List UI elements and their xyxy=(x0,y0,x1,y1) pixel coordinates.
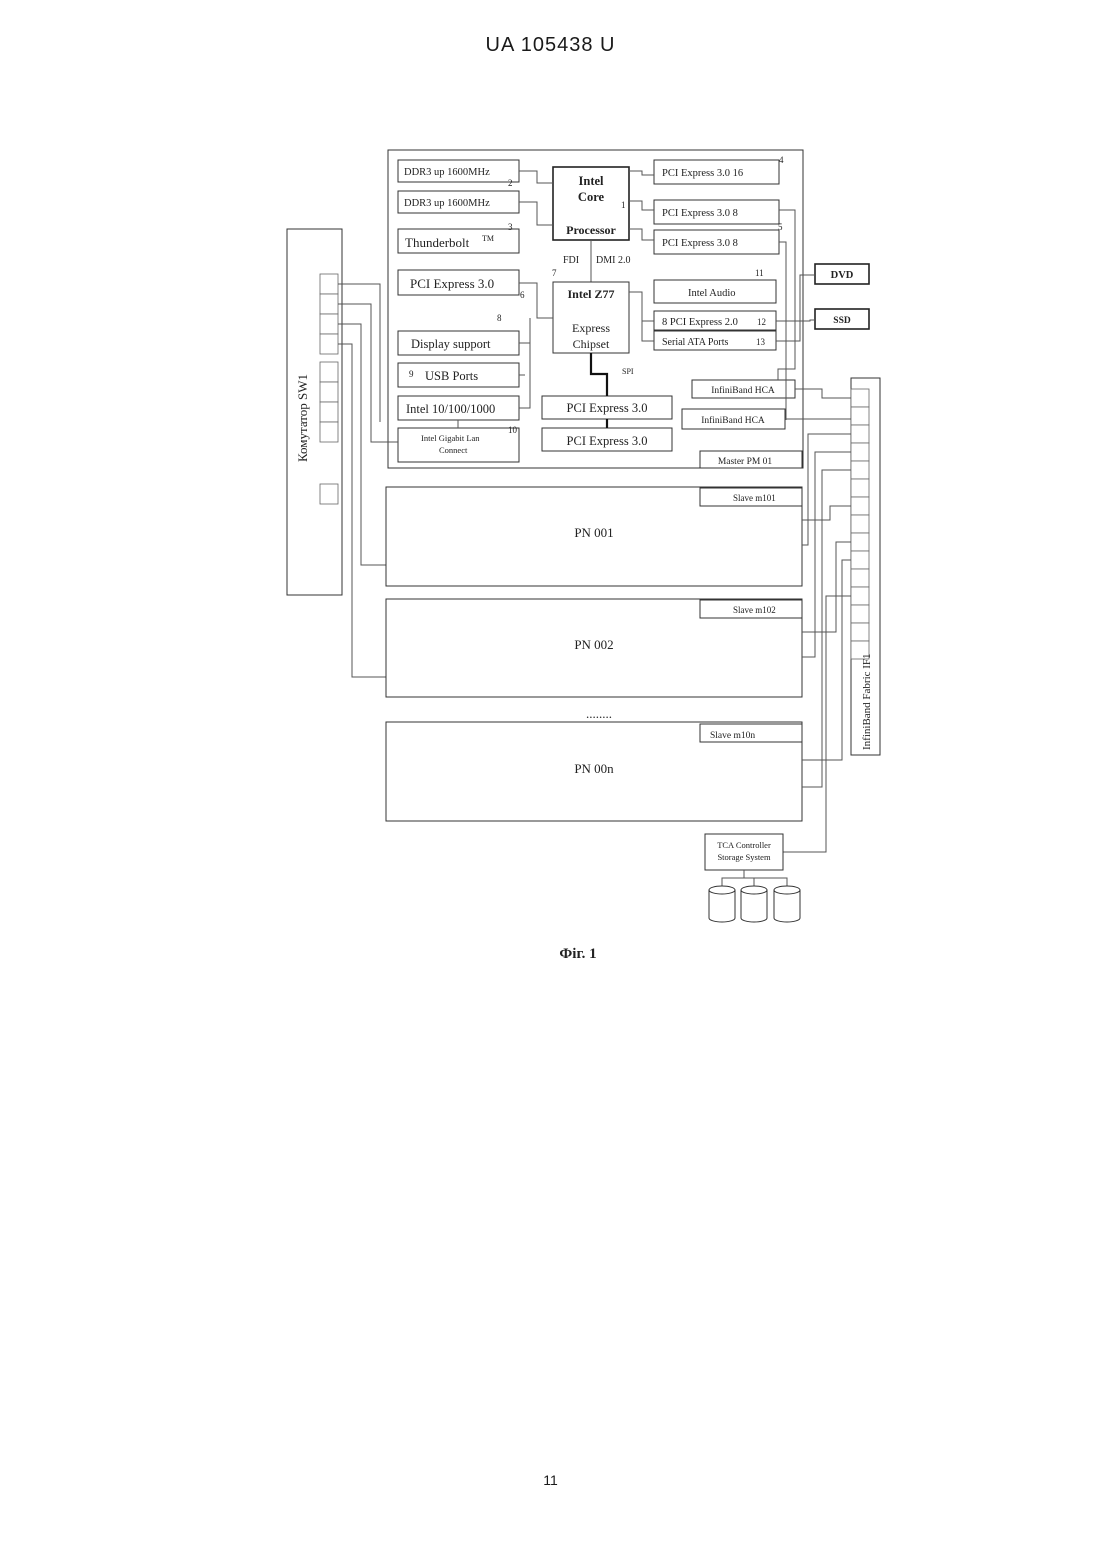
ddr3-label-a: DDR3 up 1600MHz xyxy=(404,167,490,178)
pcie-left-label: PCI Express 3.0 xyxy=(410,276,494,291)
spi-label: SPI xyxy=(622,367,634,376)
thunderbolt-tm: TM xyxy=(482,234,494,243)
ssd-label: SSD xyxy=(833,316,851,326)
pcie-bottom-label-2: PCI Express 3.0 xyxy=(567,434,648,448)
disk-top-3 xyxy=(774,886,800,894)
storage-label-1: TCA Controller xyxy=(717,840,771,850)
node-slave-label-3: Slave m10n xyxy=(710,731,755,741)
intel-audio-label: Intel Audio xyxy=(688,288,736,299)
node-name-1: PN 001 xyxy=(574,525,613,540)
node-ellipsis: ........ xyxy=(586,706,612,721)
sata-label: Serial ATA Ports xyxy=(662,337,729,348)
disk-top-2 xyxy=(741,886,767,894)
hca-label-2: InfiniBand HCA xyxy=(701,415,765,426)
pcie2-label: 8 PCI Express 2.0 xyxy=(662,317,738,328)
gigabit-lan-label-2: Connect xyxy=(439,445,468,455)
ref-6: 6 xyxy=(520,290,525,300)
pcie-bottom-label-1: PCI Express 3.0 xyxy=(567,401,648,415)
switch-right-label: InfiniBand Fabric IF1 xyxy=(861,653,873,750)
dmi-label: DMI 2.0 xyxy=(596,255,630,266)
pcie8b-label: PCI Express 3.0 8 xyxy=(662,238,738,249)
display-support-label: Display support xyxy=(411,337,491,351)
ref-12: 12 xyxy=(757,317,766,327)
chipset-label-1: Intel Z77 xyxy=(567,287,614,301)
storage-disks xyxy=(709,886,800,922)
page-number: 11 xyxy=(0,1472,1101,1488)
gigabit-lan-label-1: Intel Gigabit Lan xyxy=(421,433,480,443)
node-name-3: PN 00n xyxy=(574,761,614,776)
node-name-2: PN 002 xyxy=(574,637,613,652)
storage-label-2: Storage System xyxy=(717,852,771,862)
fdi-label: FDI xyxy=(563,255,579,266)
usb-ports-label: USB Ports xyxy=(425,369,478,383)
switch-left-label: Комутатор SW1 xyxy=(295,374,310,462)
disk-icon-3 xyxy=(774,890,800,922)
cpu-label-3: Processor xyxy=(566,223,616,237)
node-slave-label-1: Slave m101 xyxy=(733,493,776,503)
ref-3: 3 xyxy=(508,222,513,232)
node-slave-label-2: Slave m102 xyxy=(733,605,776,615)
pcie8a-label: PCI Express 3.0 8 xyxy=(662,208,738,219)
intel-net-label: Intel 10/100/1000 xyxy=(406,402,495,416)
ref-7: 7 xyxy=(552,268,557,278)
figure-caption: Фіг. 1 xyxy=(559,946,596,962)
ref-1: 1 xyxy=(621,200,626,210)
cpu-label-2: Core xyxy=(578,190,605,204)
thunderbolt-label: Thunderbolt xyxy=(405,235,470,250)
dvd-label: DVD xyxy=(831,270,854,281)
ref-5: 5 xyxy=(778,222,783,232)
ref-8: 8 xyxy=(497,313,502,323)
hca-label-1: InfiniBand HCA xyxy=(711,385,775,396)
ref-2: 2 xyxy=(508,178,513,188)
cpu-label-1: Intel xyxy=(579,174,605,188)
pcie16-label: PCI Express 3.0 16 xyxy=(662,168,743,179)
ref-13: 13 xyxy=(756,337,766,347)
ddr3-label-b: DDR3 up 1600MHz xyxy=(404,198,490,209)
ref-9: 9 xyxy=(409,369,414,379)
disk-icon-1 xyxy=(709,890,735,922)
disk-icon-2 xyxy=(741,890,767,922)
master-label: Master PM 01 xyxy=(718,457,773,467)
switch-right-ports xyxy=(851,389,869,659)
ref-10: 10 xyxy=(508,425,518,435)
ref-11: 11 xyxy=(755,268,764,278)
ref-4: 4 xyxy=(779,155,784,165)
chipset-label-3: Chipset xyxy=(573,337,610,351)
chipset-label-2: Express xyxy=(572,321,610,335)
disk-top-1 xyxy=(709,886,735,894)
system-block-diagram: Комутатор SW1 DDR3 up 1600MHz DDR3 up 16… xyxy=(0,0,1101,1000)
